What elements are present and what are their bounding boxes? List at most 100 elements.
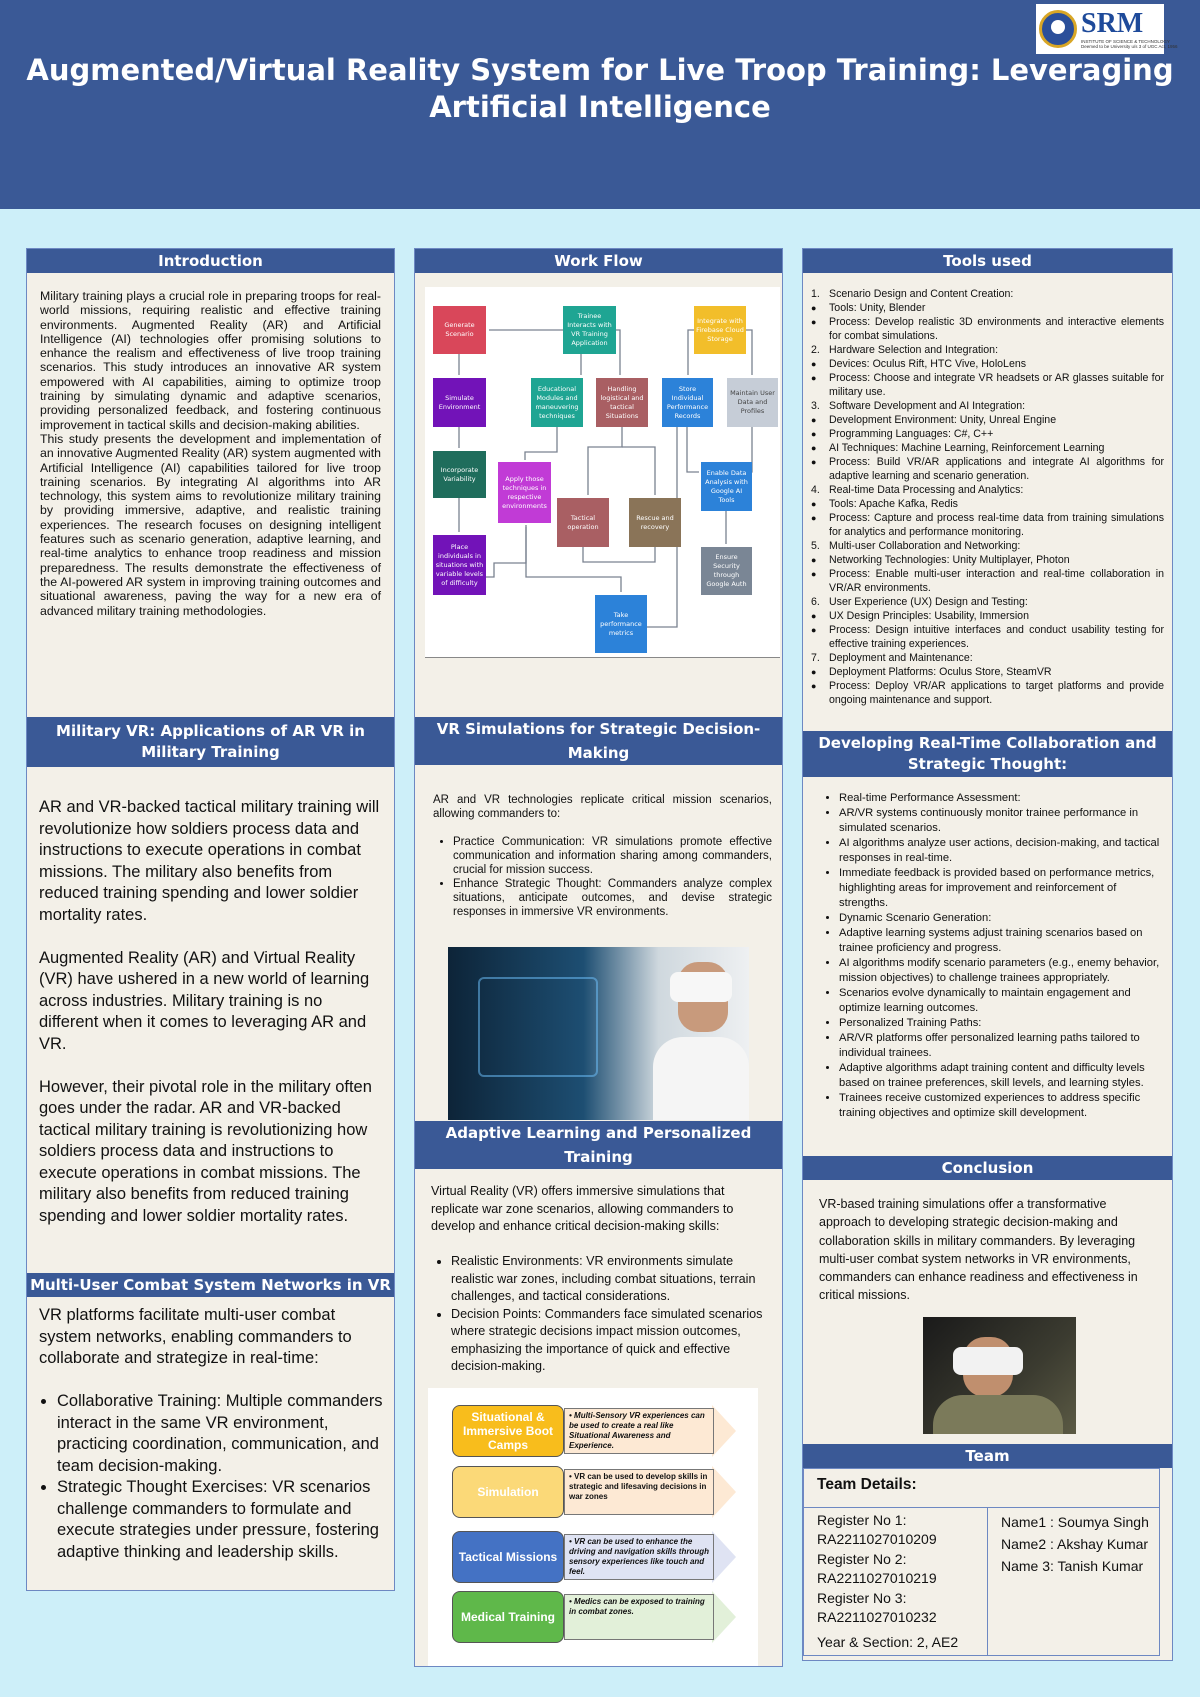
tools-item-text: Software Development and AI Integration: — [829, 400, 1026, 412]
workflow-box: Ensure Security through Google Auth — [701, 547, 752, 595]
workflow-section: Work Flow Generate Scenario Trainee Inte… — [415, 249, 782, 717]
bullet-icon: ● — [811, 457, 817, 467]
tools-item-text: Tools: Unity, Blender — [829, 302, 926, 314]
collaboration-item: Trainees receive customized experiences … — [839, 1091, 1164, 1121]
tools-step: 4.Real-time Data Processing and Analytic… — [811, 483, 1164, 497]
adaptive-intro: Virtual Reality (VR) offers immersive si… — [431, 1184, 734, 1233]
bullet-icon: ● — [811, 569, 817, 579]
workflow-box: Trainee Interacts with VR Training Appli… — [563, 306, 616, 354]
infographic-row: • VR can be used to enhance the driving … — [452, 1530, 742, 1583]
workflow-box: Generate Scenario — [433, 306, 486, 354]
workflow-box: Rescue and recovery — [629, 498, 681, 547]
tools-bullet: ●Networking Technologies: Unity Multipla… — [811, 553, 1164, 567]
bullet-icon: ● — [811, 429, 817, 439]
tools-bullet: ●Tools: Apache Kafka, Redis — [811, 497, 1164, 511]
military-paragraph-2: Augmented Reality (AR) and Virtual Reali… — [39, 948, 370, 1053]
adaptive-item: Realistic Environments: VR environments … — [451, 1253, 770, 1306]
team-member-name: Name2 : Akshay Kumar — [1001, 1535, 1149, 1552]
tools-bullet: ●Process: Enable multi-user interaction … — [811, 567, 1164, 595]
military-vr-section: Military VR: Applications of AR VR in Mi… — [27, 717, 394, 1273]
vr-simulations-section: VR Simulations for Strategic Decision-Ma… — [415, 717, 782, 1121]
university-seal-icon — [1039, 10, 1077, 48]
infographic-row: • Medics can be exposed to training in c… — [452, 1590, 742, 1643]
tools-item-text: UX Design Principles: Usability, Immersi… — [829, 610, 1029, 622]
infographic-desc: • Multi-Sensory VR experiences can be us… — [564, 1407, 714, 1454]
bullet-icon: ● — [811, 625, 817, 635]
conclusion-text: VR-based training simulations offer a tr… — [819, 1197, 1138, 1303]
multiuser-item: Strategic Thought Exercises: VR scenario… — [57, 1477, 384, 1563]
logo-subtitle: INSTITUTE OF SCIENCE & TECHNOLOGY — [1081, 38, 1170, 44]
tools-step: 3.Software Development and AI Integratio… — [811, 399, 1164, 413]
workflow-heading: Work Flow — [415, 249, 782, 273]
tools-step: 7.Deployment and Maintenance: — [811, 651, 1164, 665]
tools-item-text: Multi-user Collaboration and Networking: — [829, 540, 1021, 552]
logo-subtitle-2: Deemed to be University u/s 3 of UGC Act… — [1081, 44, 1178, 49]
adaptive-learning-text: Virtual Reality (VR) offers immersive si… — [415, 1169, 782, 1376]
register-number: RA2211027010232 — [817, 1609, 937, 1626]
tools-bullet: ●Tools: Unity, Blender — [811, 301, 1164, 315]
workflow-box: Place individuals in situations with var… — [433, 535, 486, 595]
collaboration-item: Real-time Performance Assessment: — [839, 791, 1164, 806]
infographic-desc: • VR can be used to enhance the driving … — [564, 1533, 714, 1580]
collaboration-item: Immediate feedback is provided based on … — [839, 866, 1164, 911]
right-column: Tools used 1.Scenario Design and Content… — [802, 248, 1173, 1661]
workflow-box: Maintain User Data and Profiles — [727, 378, 778, 427]
middle-column: Work Flow Generate Scenario Trainee Inte… — [414, 248, 783, 1667]
infographic-desc: • VR can be used to develop skills in st… — [564, 1468, 714, 1515]
workflow-box: Store Individual Performance Records — [662, 378, 713, 427]
infographic-desc: • Medics can be exposed to training in c… — [564, 1593, 714, 1640]
vrsim-intro: AR and VR technologies replicate critica… — [433, 794, 772, 820]
collaboration-item: Personalized Training Paths: — [839, 1016, 1164, 1031]
tools-step: 2.Hardware Selection and Integration: — [811, 343, 1164, 357]
tools-step: 1.Scenario Design and Content Creation: — [811, 287, 1164, 301]
intro-paragraph-1: Military training plays a crucial role i… — [40, 289, 381, 432]
workflow-diagram: Generate Scenario Trainee Interacts with… — [425, 287, 780, 658]
tools-item-text: Tools: Apache Kafka, Redis — [829, 498, 958, 510]
workflow-box: Integrate with Firebase Cloud Storage — [694, 306, 746, 354]
team-table: Team Details: Register No 1: RA221102701… — [803, 1467, 1160, 1656]
bullet-icon: ● — [811, 555, 817, 565]
team-heading: Team — [803, 1443, 1172, 1468]
soldier-vr-photo — [923, 1316, 1076, 1434]
collaboration-item: Adaptive algorithms adapt training conte… — [839, 1061, 1164, 1091]
step-number: 4. — [811, 484, 820, 496]
workflow-box: Educational Modules and maneuvering tech… — [531, 378, 583, 427]
team-section: Team Team Details: Register No 1: RA2211… — [803, 1443, 1172, 1656]
tools-item-text: Process: Deploy VR/AR applications to ta… — [829, 680, 1164, 706]
tools-bullet: ●Development Environment: Unity, Unreal … — [811, 413, 1164, 427]
register-numbers: Register No 1: RA2211027010209 Register … — [817, 1511, 985, 1628]
conclusion-section: Conclusion VR-based training simulations… — [803, 1156, 1172, 1434]
tools-list: 1.Scenario Design and Content Creation:●… — [803, 273, 1172, 715]
intro-paragraph-2: This study presents the development and … — [40, 431, 381, 618]
workflow-box: Simulate Environment — [433, 378, 486, 427]
register-label: Register No 3: — [817, 1589, 907, 1606]
workflow-box: Enable Data Analysis with Google AI Tool… — [701, 462, 752, 511]
workflow-box: Tactical operation — [557, 498, 609, 547]
bullet-icon: ● — [811, 359, 817, 369]
tools-bullet: ●Process: Choose and integrate VR headse… — [811, 371, 1164, 399]
poster-title: Augmented/Virtual Reality System for Liv… — [26, 53, 1174, 124]
register-number: RA2211027010219 — [817, 1570, 937, 1587]
multiuser-item: Collaborative Training: Multiple command… — [57, 1391, 384, 1477]
collaboration-item: AI algorithms modify scenario parameters… — [839, 956, 1164, 986]
multiuser-heading: Multi-User Combat System Networks in VR — [27, 1273, 394, 1297]
infographic-row: • Multi-Sensory VR experiences can be us… — [452, 1404, 742, 1457]
workflow-box: Apply those techniques in respective env… — [498, 462, 551, 523]
tools-item-text: Process: Capture and process real-time d… — [829, 512, 1164, 538]
tools-bullet: ●Process: Build VR/AR applications and i… — [811, 455, 1164, 483]
collaboration-item: AI algorithms analyze user actions, deci… — [839, 836, 1164, 866]
bullet-icon: ● — [811, 611, 817, 621]
bullet-icon: ● — [811, 317, 817, 327]
introduction-section: Introduction Military training plays a c… — [27, 249, 394, 717]
collaboration-section: Developing Real-Time Collaboration and S… — [803, 731, 1172, 1156]
tools-bullet: ●Programming Languages: C#, C++ — [811, 427, 1164, 441]
team-member-name: Name 3: Tanish Kumar — [1001, 1557, 1144, 1574]
infographic-label: Simulation — [452, 1465, 564, 1518]
workflow-box: Take performance metrics — [595, 595, 647, 653]
adaptive-learning-section: Adaptive Learning and Personalized Train… — [415, 1121, 782, 1666]
team-names: Name1 : Soumya Singh Name2 : Akshay Kuma… — [1001, 1511, 1159, 1577]
poster-header: Augmented/Virtual Reality System for Liv… — [0, 0, 1200, 209]
year-section: Year & Section: 2, AE2 — [817, 1633, 959, 1650]
vr-applications-infographic: • Multi-Sensory VR experiences can be us… — [428, 1387, 758, 1666]
infographic-label: Tactical Missions — [452, 1530, 564, 1583]
